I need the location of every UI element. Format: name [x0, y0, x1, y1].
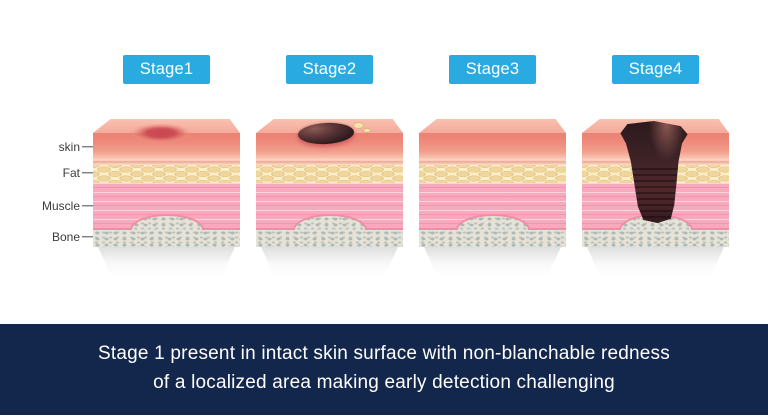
stage1-tissue-block [93, 119, 240, 277]
fat-layer [256, 165, 403, 183]
block-shadow [98, 247, 235, 277]
stage2-tissue-block [256, 119, 403, 277]
caption-line-1: Stage 1 present in intact skin surface w… [98, 343, 670, 364]
layer-label-muscle: Muscle [0, 199, 80, 213]
stage2-column: Stage2 [256, 55, 403, 277]
block-shadow [424, 247, 561, 277]
bone-hump [455, 214, 530, 230]
stage1-column: Stage1 [93, 55, 240, 277]
stage3-button[interactable]: Stage3 [449, 55, 536, 84]
fat-layer [419, 165, 566, 183]
skin-top-face [419, 119, 566, 133]
fat-layer [93, 165, 240, 183]
bone-hump [129, 214, 204, 230]
stage2-button[interactable]: Stage2 [286, 55, 373, 84]
bone-layer [582, 214, 729, 247]
bone-hump [292, 214, 367, 230]
layer-label-fat: Fat [0, 166, 80, 180]
bone-layer [419, 214, 566, 247]
stage2-blister [353, 122, 364, 129]
caption-bar: Stage 1 present in intact skin surface w… [0, 324, 768, 415]
bone-layer [256, 214, 403, 247]
bone-layer [93, 214, 240, 247]
stage4-tissue-block [582, 119, 729, 277]
layer-label-bone: Bone [0, 230, 80, 244]
stage-columns: Stage1 Stage2 [93, 55, 729, 277]
stage4-column: Stage4 [582, 55, 729, 277]
skin-layer [419, 133, 566, 165]
stage1-button[interactable]: Stage1 [123, 55, 210, 84]
stage1-redness-spot [126, 122, 196, 144]
bone-hump [618, 214, 693, 230]
stage3-column: Stage3 [419, 55, 566, 277]
block-shadow [587, 247, 724, 277]
stage4-button[interactable]: Stage4 [612, 55, 699, 84]
caption-line-2: of a localized area making early detecti… [153, 372, 615, 393]
layer-label-skin: skin [0, 140, 80, 154]
block-shadow [261, 247, 398, 277]
stage3-tissue-block [419, 119, 566, 277]
stage2-blister [363, 128, 371, 133]
